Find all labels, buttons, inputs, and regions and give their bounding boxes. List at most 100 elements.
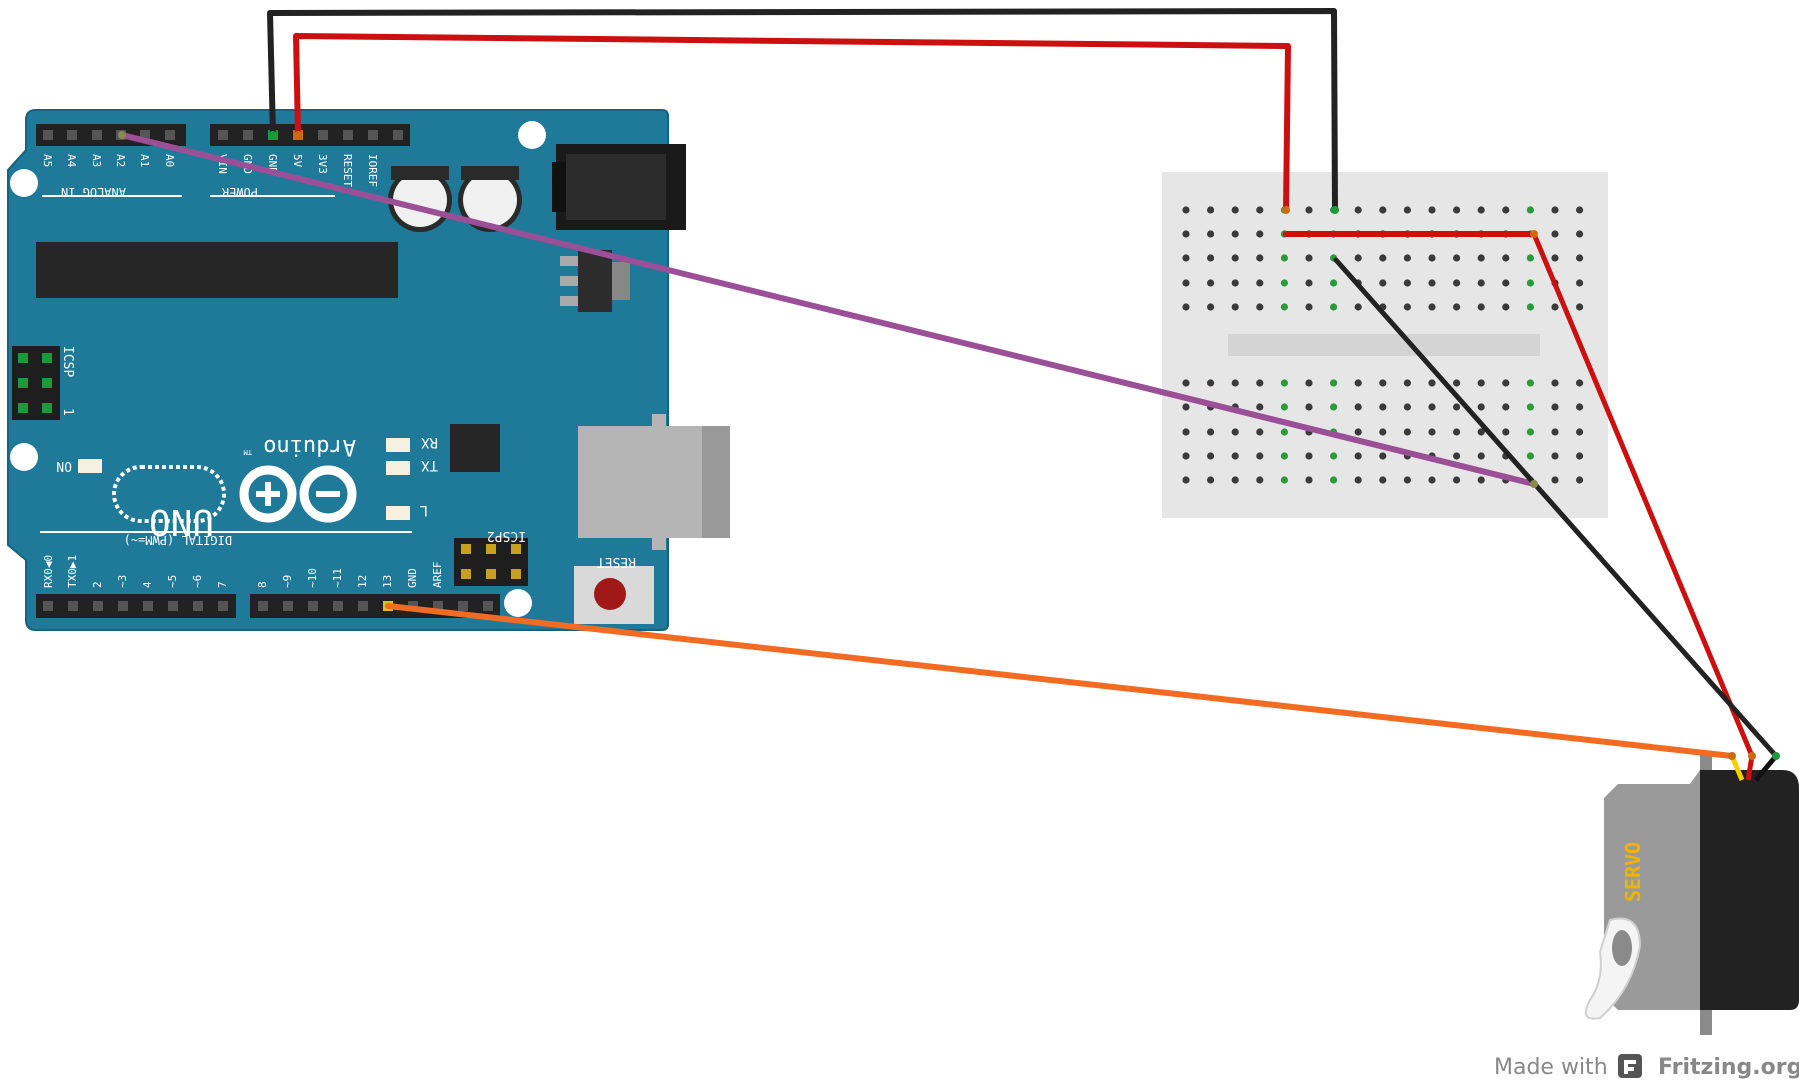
breadboard-hole — [1576, 279, 1584, 287]
breadboard-hole — [1207, 254, 1215, 262]
digital-header-low — [36, 594, 236, 618]
breadboard-hole — [1379, 279, 1387, 287]
breadboard-hole — [1182, 279, 1190, 287]
wire-end — [1282, 206, 1290, 214]
breadboard-hole — [1330, 452, 1338, 460]
usb-controller-chip — [450, 424, 500, 472]
arduino-uno-board: A5 A4 A3 A2 A1 A0 ANALOG IN VIN GND GND … — [7, 109, 730, 631]
digital-pin-label: 12 — [356, 575, 369, 588]
digital-pin-label: TX0▶1 — [66, 555, 79, 588]
breadboard-hole — [1526, 206, 1534, 214]
breadboard-hole — [1231, 428, 1239, 436]
breadboard-hole — [1576, 452, 1584, 460]
breadboard-hole — [1453, 254, 1461, 262]
breadboard-hole — [1477, 379, 1485, 387]
servo-body — [1700, 770, 1799, 1010]
breadboard-hole — [1256, 428, 1264, 436]
breadboard-hole — [1330, 476, 1338, 484]
breadboard-hole — [1502, 279, 1510, 287]
breadboard-hole — [1502, 254, 1510, 262]
mounting-hole — [518, 121, 546, 149]
fritzing-credit: Made with Fritzing.org — [1494, 1054, 1799, 1080]
breadboard-hole — [1256, 303, 1264, 311]
breadboard-hole — [1526, 254, 1534, 262]
servo-lead-wires — [1729, 754, 1778, 782]
credit-prefix: Made with — [1494, 1055, 1608, 1080]
usb-b-connector — [578, 414, 730, 550]
breadboard-hole — [1551, 403, 1559, 411]
breadboard-center-channel — [1228, 334, 1540, 356]
breadboard-hole — [1354, 254, 1362, 262]
digital-pin-label: ~6 — [191, 575, 204, 588]
breadboard-hole — [1354, 403, 1362, 411]
reset-button — [574, 566, 654, 624]
breadboard-hole — [1551, 206, 1559, 214]
breadboard-hole — [1453, 279, 1461, 287]
wire-end — [1728, 752, 1736, 760]
analog-pin-labels: A5 A4 A3 A2 A1 A0 — [41, 154, 176, 168]
breadboard-hole — [1231, 254, 1239, 262]
digital-pin-label: 4 — [141, 581, 154, 588]
breadboard-hole — [1428, 403, 1436, 411]
breadboard-hole — [1477, 403, 1485, 411]
breadboard-hole — [1182, 206, 1190, 214]
breadboard-hole — [1354, 428, 1362, 436]
digital-pin-label: 7 — [216, 581, 229, 588]
mounting-hole — [10, 169, 38, 197]
breadboard-hole — [1403, 476, 1411, 484]
wire-end — [294, 131, 302, 139]
breadboard-hole — [1477, 303, 1485, 311]
breadboard-hole — [1379, 452, 1387, 460]
analog-pin-label: A5 — [41, 154, 54, 167]
breadboard-hole — [1477, 279, 1485, 287]
power-pin-label: 5V — [291, 154, 304, 168]
uno-model-label: UNO — [149, 501, 214, 542]
breadboard-hole — [1526, 428, 1534, 436]
breadboard-hole — [1256, 403, 1264, 411]
fritzing-logo-icon — [1618, 1054, 1642, 1078]
digital-pin-label: 13 — [381, 575, 394, 588]
breadboard-hole — [1576, 403, 1584, 411]
uno-badge — [112, 465, 226, 523]
mounting-hole — [504, 589, 532, 617]
icsp2-label: ICSP2 — [487, 528, 526, 543]
breadboard-hole — [1231, 230, 1239, 238]
arduino-board-outline — [7, 109, 669, 631]
breadboard-hole — [1305, 206, 1313, 214]
breadboard-hole — [1354, 379, 1362, 387]
wire-end — [1331, 206, 1339, 214]
breadboard-hole — [1330, 379, 1338, 387]
breadboard-hole — [1280, 452, 1288, 460]
icsp-pin1-label: 1 — [60, 408, 75, 416]
tx-label: TX — [421, 457, 438, 473]
breadboard-hole — [1182, 230, 1190, 238]
breadboard-hole — [1280, 428, 1288, 436]
wires — [118, 8, 1780, 760]
breadboard-hole — [1280, 403, 1288, 411]
breadboard-hole — [1576, 379, 1584, 387]
wire-a2-signal — [119, 132, 1537, 487]
breadboard-hole — [1256, 379, 1264, 387]
rx-led — [386, 438, 410, 452]
breadboard-hole — [1207, 379, 1215, 387]
breadboard-hole — [1182, 452, 1190, 460]
breadboard-hole — [1280, 379, 1288, 387]
breadboard-hole — [1182, 403, 1190, 411]
power-pin-label: 3V3 — [316, 154, 329, 174]
power-pin-label: IOREF — [366, 154, 379, 187]
icsp-label: ICSP — [60, 346, 75, 377]
breadboard-hole — [1576, 428, 1584, 436]
breadboard-hole — [1453, 452, 1461, 460]
breadboard-hole — [1182, 379, 1190, 387]
icsp-header — [12, 346, 60, 420]
breadboard-hole — [1207, 279, 1215, 287]
power-pin-label: RESET — [341, 154, 354, 187]
breadboard-hole — [1207, 303, 1215, 311]
tx-led — [386, 461, 410, 475]
on-led-label: ON — [56, 458, 72, 473]
breadboard-hole — [1453, 403, 1461, 411]
breadboard-hole — [1551, 254, 1559, 262]
breadboard-hole — [1428, 379, 1436, 387]
wire-breadboard-to-servo-ground — [1333, 257, 1779, 759]
digital-pin-label: RX0◀0 — [42, 555, 55, 588]
